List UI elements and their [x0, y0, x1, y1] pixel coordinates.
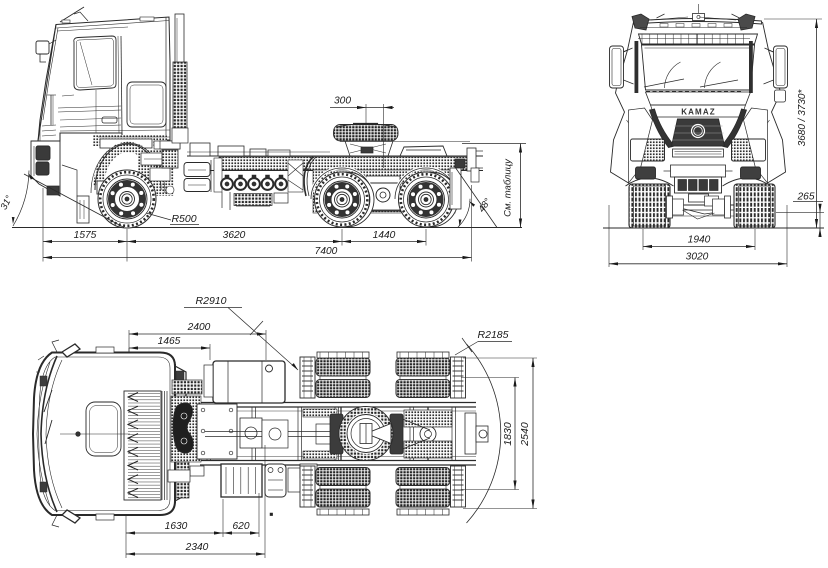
svg-text:KAMAZ: KAMAZ [681, 108, 715, 117]
svg-text:R2185: R2185 [478, 329, 509, 341]
svg-text:1940: 1940 [688, 235, 711, 246]
svg-text:R2910: R2910 [196, 295, 227, 307]
svg-text:См. таблицу: См. таблицу [503, 158, 514, 217]
svg-text:1465: 1465 [158, 336, 181, 347]
svg-text:3680 / 3730*: 3680 / 3730* [797, 89, 808, 147]
svg-text:3620: 3620 [223, 230, 246, 241]
svg-text:300: 300 [334, 96, 351, 107]
svg-text:2540: 2540 [519, 422, 531, 447]
svg-text:620: 620 [233, 521, 250, 532]
svg-text:1830: 1830 [502, 422, 514, 446]
svg-text:1630: 1630 [165, 521, 188, 532]
svg-text:2340: 2340 [185, 542, 209, 553]
svg-text:R500: R500 [171, 213, 196, 225]
svg-text:265: 265 [797, 192, 815, 203]
svg-text:1575: 1575 [74, 230, 97, 241]
svg-text:7400: 7400 [315, 246, 338, 257]
svg-text:3020: 3020 [686, 252, 709, 263]
svg-text:1440: 1440 [373, 230, 396, 241]
svg-text:2400: 2400 [187, 322, 211, 333]
